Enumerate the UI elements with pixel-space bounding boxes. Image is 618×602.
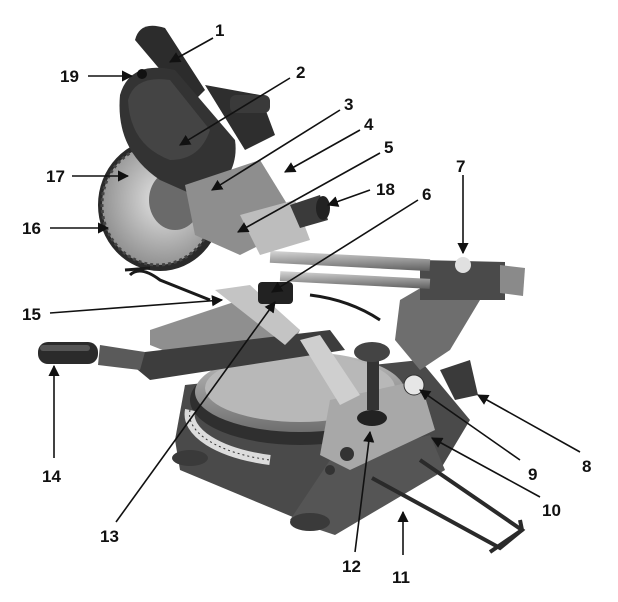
callout-label-17: 17 [46, 167, 65, 186]
callout-label-16: 16 [22, 219, 41, 238]
callout-label-4: 4 [364, 115, 374, 134]
switch-and-cord [124, 266, 381, 322]
callout-label-19: 19 [60, 67, 79, 86]
rear-column [395, 257, 525, 370]
sliding-rails [269, 250, 431, 289]
callout-label-11: 11 [392, 568, 410, 587]
leader-1 [169, 37, 214, 63]
callout-label-14: 14 [42, 467, 61, 486]
callout-label-15: 15 [22, 305, 41, 324]
leader-12 [354, 430, 375, 553]
leader-5 [237, 152, 381, 233]
leader-3 [211, 109, 341, 191]
callout-leaders [48, 37, 581, 555]
leader-2 [179, 77, 291, 146]
callout-label-12: 12 [342, 557, 361, 576]
leader-18 [326, 189, 371, 207]
callout-label-6: 6 [422, 185, 431, 204]
leader-6 [271, 199, 419, 293]
bevel-lock-knob [403, 360, 478, 400]
front-handle [38, 342, 145, 370]
clamp-post [354, 342, 390, 426]
callout-label-8: 8 [582, 457, 591, 476]
leader-4 [284, 129, 361, 173]
callout-label-18: 18 [376, 180, 395, 199]
callout-label-13: 13 [100, 527, 119, 546]
callout-label-10: 10 [542, 501, 561, 520]
callout-label-2: 2 [296, 63, 305, 82]
callout-label-1: 1 [215, 21, 224, 40]
leader-9 [419, 389, 521, 461]
leader-10 [431, 437, 541, 498]
extension-rail [371, 458, 526, 554]
leader-13 [115, 301, 276, 523]
leader-8 [477, 394, 581, 453]
callout-label-7: 7 [456, 157, 465, 176]
right-fence [300, 335, 360, 405]
callout-labels: 1 2 3 4 5 6 7 8 9 10 11 12 13 14 15 16 1… [22, 21, 591, 587]
callout-label-5: 5 [384, 138, 393, 157]
left-fence [120, 285, 345, 380]
callout-label-3: 3 [344, 95, 353, 114]
dust-port [290, 195, 330, 228]
leader-15 [49, 295, 224, 314]
callout-label-9: 9 [528, 465, 537, 484]
